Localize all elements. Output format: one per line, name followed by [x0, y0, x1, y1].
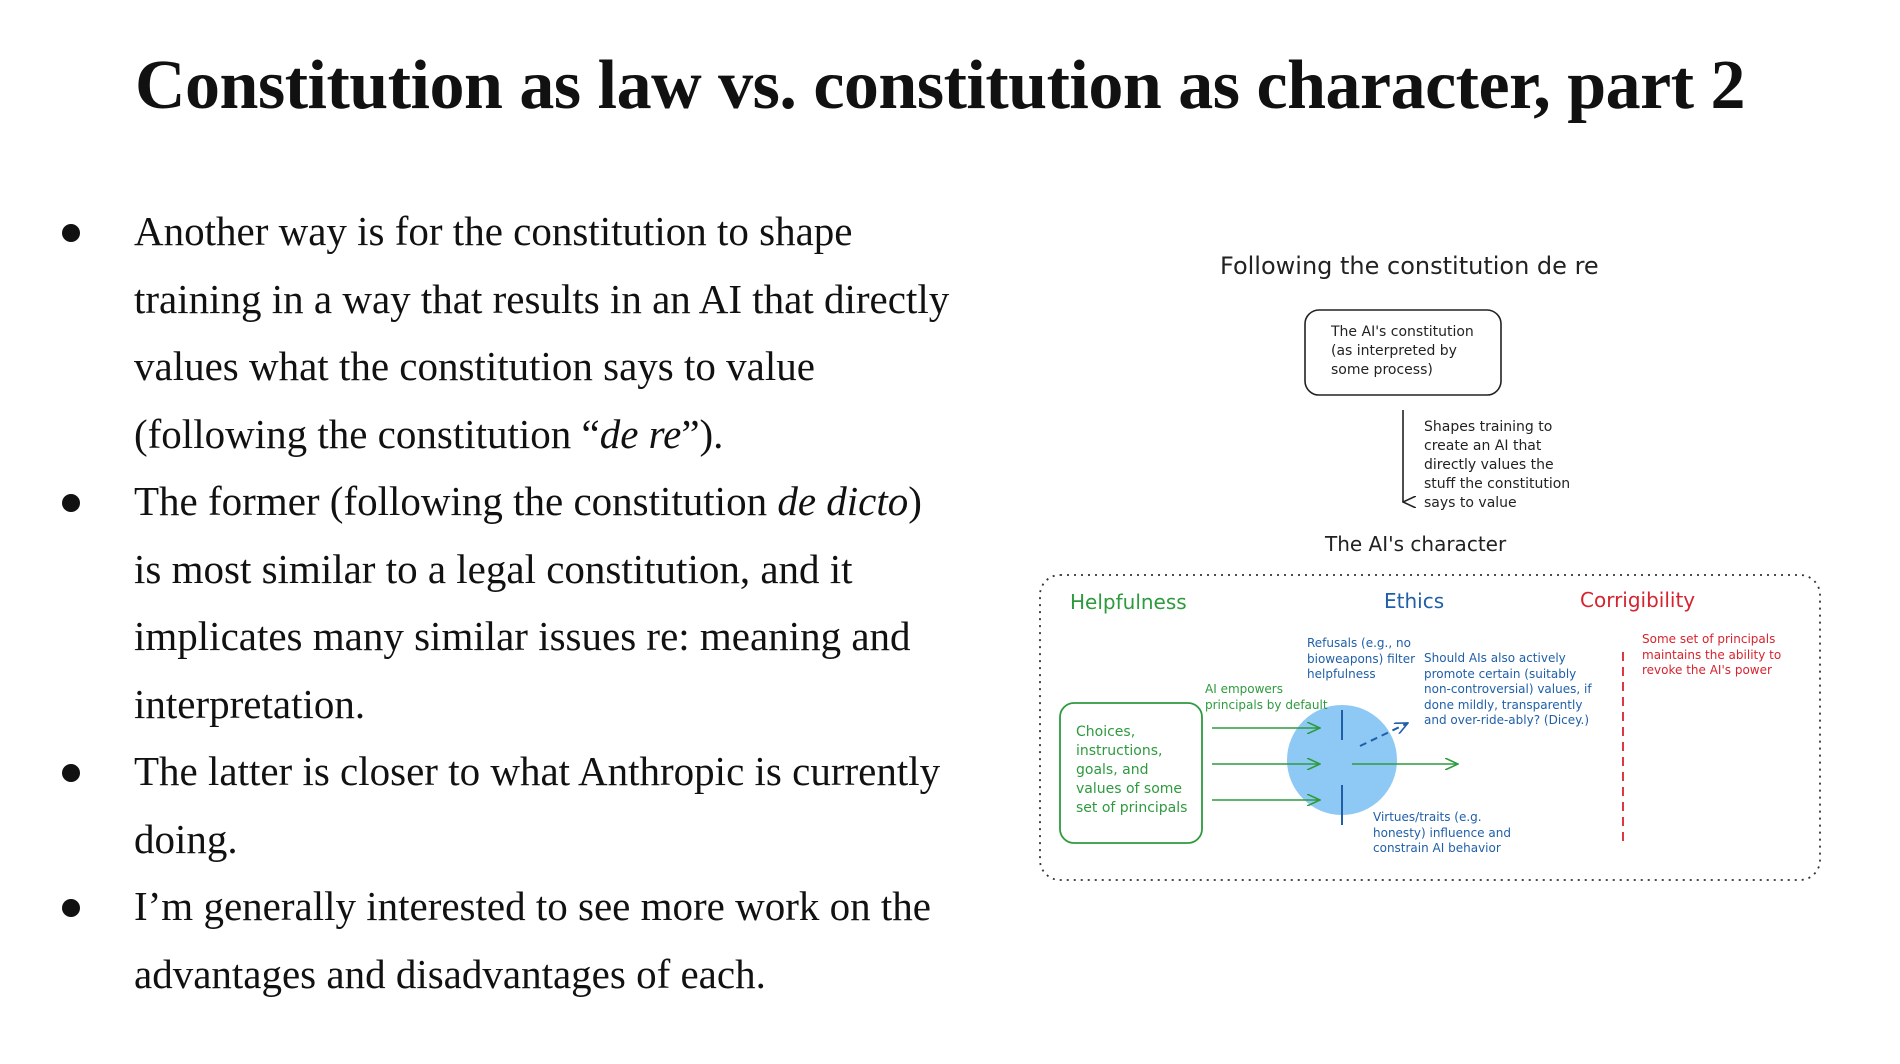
- bullet-dot-icon: [62, 764, 80, 782]
- diagram-graphics: [1039, 309, 1821, 881]
- virtues-note-line: constrain AI behavior: [1373, 841, 1501, 855]
- category-helpfulness: Helpfulness: [1070, 590, 1187, 614]
- promote-values-arrow: [1359, 722, 1408, 747]
- empower-note-line: AI empowers: [1205, 682, 1283, 696]
- promote-note-line: done mildly, transparently: [1424, 697, 1583, 712]
- promote-note-line: Should AIs also actively: [1424, 651, 1566, 665]
- category-ethics: Ethics: [1384, 589, 1445, 613]
- empower-note: AI empowers principals by default: [1205, 682, 1328, 713]
- arrow-label: Shapes training to create an AI that dir…: [1424, 418, 1570, 513]
- bullet-emphasis: de dicto: [777, 478, 909, 524]
- constitution-line: The AI's constitution: [1331, 324, 1474, 340]
- bullet-item: I’m generally interested to see more wor…: [56, 873, 956, 1008]
- corrigibility-note-line: revoke the AI's power: [1642, 663, 1772, 677]
- bullet-text: The former (following the constitution: [134, 478, 778, 524]
- bullet-item: The former (following the constitution d…: [56, 468, 956, 738]
- principals-box-text: Choices, instructions, goals, and values…: [1076, 723, 1187, 818]
- bullet-emphasis: de re: [599, 410, 682, 457]
- corrigibility-note-line: Some set of principals: [1642, 632, 1776, 646]
- promote-values-note: Should AIs also actively promote certain…: [1424, 651, 1592, 729]
- category-corrigibility: Corrigibility: [1580, 588, 1696, 612]
- empower-note-line: principals by default: [1205, 697, 1328, 712]
- arrow-label-line: says to value: [1424, 495, 1517, 511]
- refusals-note-line: bioweapons) filter: [1307, 651, 1416, 666]
- corrigibility-note-line: maintains the ability to: [1642, 647, 1782, 662]
- constitution-box-text: The AI's constitution (as interpreted by…: [1331, 323, 1474, 380]
- arrow-label-line: directly values the: [1424, 457, 1554, 473]
- character-boundary: [1039, 574, 1821, 881]
- principals-box: [1059, 702, 1203, 844]
- principals-line: set of principals: [1076, 800, 1188, 816]
- de-re-diagram: Following the constitution de re The AI'…: [1030, 240, 1830, 900]
- promote-note-line: non-controversial) values, if: [1424, 682, 1592, 696]
- constitution-box: [1304, 309, 1502, 396]
- arrow-label-line: Shapes training to: [1424, 419, 1553, 435]
- virtues-note: Virtues/traits (e.g. honesty) influence …: [1373, 810, 1511, 857]
- virtues-note-line: Virtues/traits (e.g.: [1373, 810, 1482, 824]
- bullet-text: Another way is for the constitution to s…: [134, 208, 950, 457]
- bullet-text-end: ”).: [681, 410, 724, 457]
- bullet-dot-icon: [62, 224, 80, 242]
- promote-note-line: and over-ride-ably? (Dicey.): [1424, 713, 1590, 727]
- refusals-note-line: Refusals (e.g., no: [1307, 636, 1411, 650]
- principals-line: Choices,: [1076, 724, 1136, 740]
- bullet-text: The latter is closer to what Anthropic i…: [134, 748, 941, 862]
- character-label: The AI's character: [1325, 532, 1507, 556]
- virtues-note-line: honesty) influence and: [1373, 825, 1511, 840]
- refusals-note: Refusals (e.g., no bioweapons) filter he…: [1307, 636, 1415, 683]
- bullet-text-end: ) is most similar to a legal constitutio…: [134, 478, 922, 727]
- bullet-item: The latter is closer to what Anthropic i…: [56, 738, 956, 873]
- slide-title: Constitution as law vs. constitution as …: [134, 47, 1746, 124]
- principals-line: instructions,: [1076, 743, 1163, 759]
- corrigibility-note: Some set of principals maintains the abi…: [1642, 632, 1781, 679]
- bullet-item: Another way is for the constitution to s…: [56, 198, 956, 468]
- principals-line: values of some: [1076, 781, 1183, 797]
- promote-note-line: promote certain (suitably: [1424, 666, 1577, 681]
- bullet-dot-icon: [62, 494, 80, 512]
- principals-line: goals, and: [1076, 762, 1149, 778]
- bullet-dot-icon: [62, 899, 80, 917]
- constitution-line: (as interpreted by: [1331, 343, 1457, 359]
- bullet-text: I’m generally interested to see more wor…: [134, 883, 931, 997]
- arrow-label-line: create an AI that: [1424, 438, 1542, 454]
- refusals-note-line: helpfulness: [1307, 667, 1376, 681]
- arrow-label-line: stuff the constitution: [1424, 476, 1571, 492]
- diagram-title: Following the constitution de re: [1220, 252, 1599, 280]
- bullet-list: Another way is for the constitution to s…: [56, 198, 956, 1008]
- constitution-line: some process): [1331, 362, 1433, 378]
